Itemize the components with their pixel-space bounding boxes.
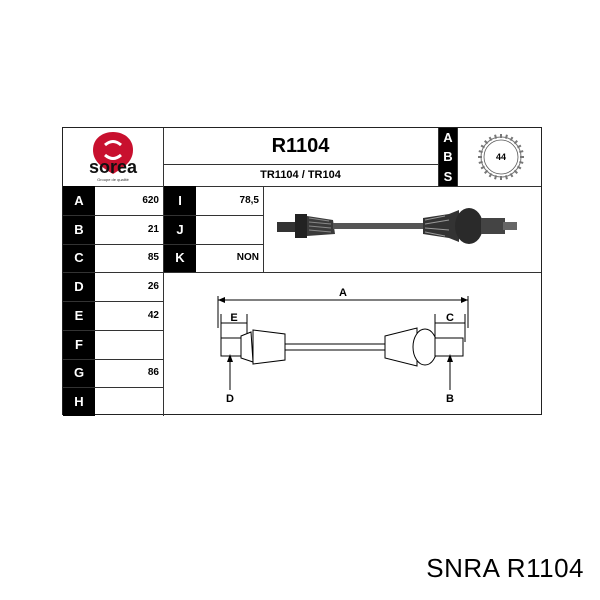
sorea-logo-graphic: sorea Groupe de qualité	[89, 132, 138, 182]
spec-letter-b: B	[63, 214, 95, 244]
spec-letter-g: G	[63, 358, 95, 388]
spec-letter-a: A	[63, 186, 95, 215]
dim-label-a: A	[339, 287, 347, 299]
spec-value-i: 78,5	[239, 194, 259, 206]
cross-reference: TR1104 / TR104	[260, 169, 341, 181]
abs-letter-s: S	[439, 166, 457, 186]
dimension-diagram: A E C D B	[217, 287, 469, 405]
spec-letter-c: C	[63, 243, 95, 273]
abs-tooth-count: 44	[496, 152, 506, 162]
drive-shaft-photo	[277, 208, 517, 244]
spec-letter-e: E	[63, 301, 95, 330]
spec-value-c: 85	[147, 252, 159, 264]
product-spec-sheet: sorea Groupe de qualité R1104 TR1104 / T…	[62, 127, 542, 416]
spec-value-b: 21	[147, 223, 159, 235]
spec-value-e: 42	[147, 309, 159, 321]
dim-label-c: C	[446, 312, 454, 324]
spec-letter-d: D	[63, 272, 95, 301]
spec-letter-h: H	[63, 387, 95, 416]
spec-letter-j: J	[164, 214, 196, 244]
abs-gear-icon: 44	[478, 134, 524, 180]
spec-letter-k: K	[164, 243, 196, 273]
dim-label-d: D	[226, 393, 234, 405]
spec-value-h	[95, 387, 163, 416]
spec-value-g: 86	[147, 367, 159, 379]
abs-letter-b: B	[439, 147, 457, 166]
spec-value-f	[95, 330, 163, 359]
spec-value-a: 620	[142, 194, 159, 206]
spec-letter-f: F	[63, 329, 95, 359]
brand-tagline: Groupe de qualité	[97, 177, 130, 182]
spec-value-d: 26	[147, 281, 159, 293]
brand-text: sorea	[89, 157, 138, 177]
brand-logo: sorea Groupe de qualité	[63, 128, 163, 186]
spec-value-k: NON	[236, 252, 259, 264]
dim-label-e: E	[230, 312, 237, 324]
spec-value-j	[196, 215, 263, 244]
spec-letter-i: I	[164, 186, 196, 215]
footer-part-code: SNRA R1104	[426, 553, 584, 583]
dim-label-b: B	[446, 393, 454, 405]
abs-letter-a: A	[439, 128, 457, 147]
part-number: R1104	[271, 134, 330, 157]
